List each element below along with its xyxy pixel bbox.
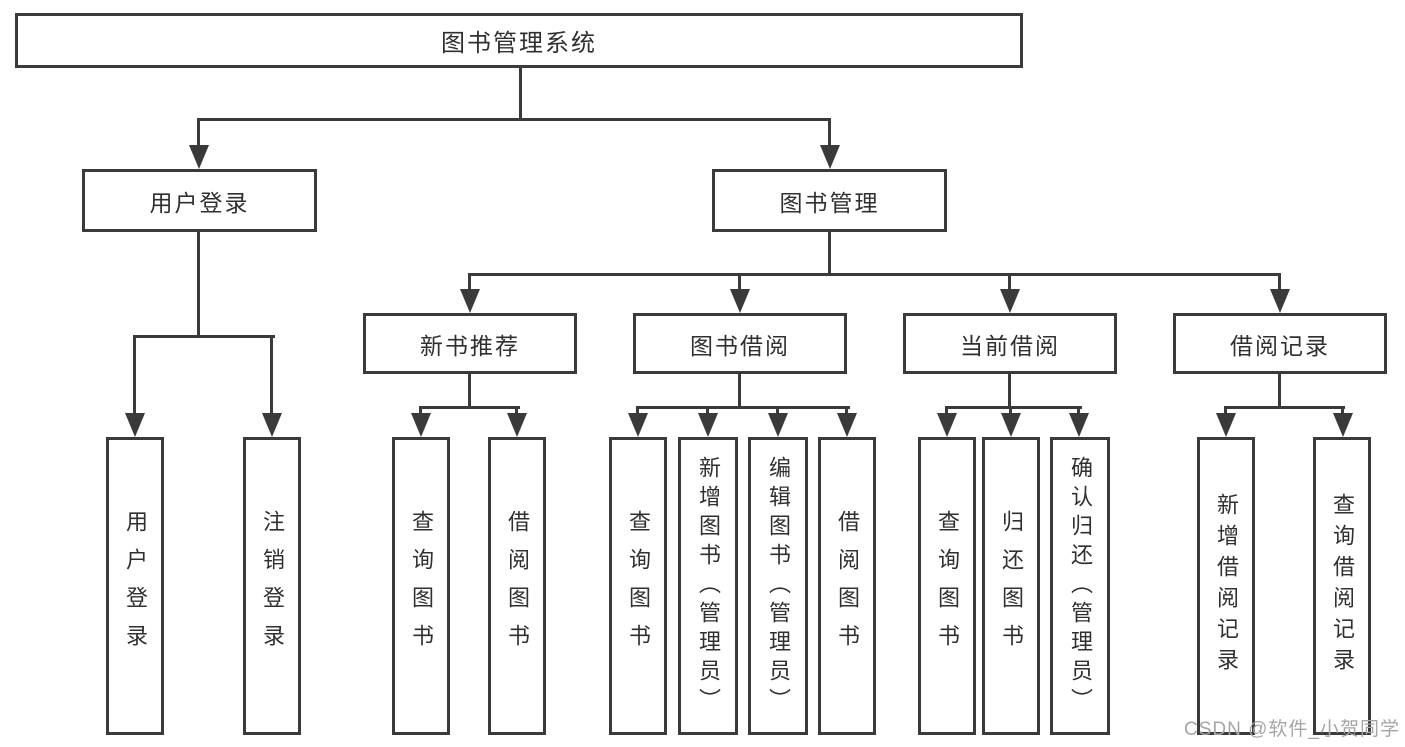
arrow-down-icon (837, 413, 857, 437)
connector-line (1077, 406, 1080, 416)
arrow-down-icon (628, 413, 648, 437)
arrow-down-icon (820, 145, 840, 169)
leaf-borrow-book-1: 借阅图书 (488, 437, 546, 735)
connector-line (845, 406, 848, 416)
leaf-confirm-return-label: 确认归还（管理员） (1068, 455, 1093, 717)
connector-line (828, 118, 831, 147)
connector-line (1278, 374, 1281, 409)
arrow-down-icon (1000, 289, 1020, 313)
connector-line (197, 118, 200, 147)
connector-line (1341, 406, 1344, 416)
arrow-down-icon (460, 289, 480, 313)
connector-line (468, 273, 1281, 276)
node-borrow-records: 借阅记录 (1173, 313, 1387, 374)
node-book-borrow: 图书借阅 (633, 313, 847, 374)
node-new-book-recommend: 新书推荐 (363, 313, 577, 374)
arrow-down-icon (1333, 413, 1353, 437)
arrow-down-icon (1001, 413, 1021, 437)
connector-line (1009, 406, 1012, 416)
connector-line (135, 335, 275, 338)
node-user-login: 用户登录 (82, 169, 317, 232)
arrow-down-icon (698, 413, 718, 437)
connector-line (776, 406, 779, 416)
connector-line (1008, 273, 1011, 292)
node-book-borrow-label: 图书借阅 (690, 332, 790, 359)
connector-line (468, 273, 471, 292)
leaf-add-book: 新增图书（管理员） (678, 437, 738, 735)
node-book-management: 图书管理 (712, 169, 947, 232)
leaf-user-login: 用户登录 (106, 437, 164, 735)
leaf-query-book-1: 查询图书 (392, 437, 450, 735)
leaf-edit-book-label: 编辑图书（管理员） (766, 455, 791, 717)
leaf-user-login-label: 用户登录 (123, 510, 148, 662)
arrow-down-icon (1216, 413, 1236, 437)
connector-line (197, 232, 200, 338)
leaf-return-book-label: 归还图书 (999, 510, 1024, 662)
connector-line (636, 406, 639, 416)
node-current-borrow: 当前借阅 (903, 313, 1117, 374)
node-book-management-label: 图书管理 (779, 189, 880, 216)
connector-line (515, 406, 518, 416)
arrow-down-icon (189, 145, 209, 169)
arrow-down-icon (411, 413, 431, 437)
leaf-borrow-book-2: 借阅图书 (818, 437, 876, 735)
leaf-query-borrow-record-label: 查询借阅记录 (1330, 493, 1355, 679)
node-new-book-recommend-label: 新书推荐 (420, 332, 520, 359)
leaf-logout-label: 注销登录 (260, 510, 285, 662)
node-root: 图书管理系统 (15, 13, 1023, 68)
leaf-logout: 注销登录 (243, 437, 301, 735)
connector-line (1008, 374, 1011, 409)
arrow-down-icon (730, 289, 750, 313)
arrow-down-icon (1270, 289, 1290, 313)
connector-line (1226, 406, 1345, 409)
leaf-query-book-2: 查询图书 (609, 437, 667, 735)
connector-line (738, 374, 741, 409)
connector-line (945, 406, 948, 416)
connector-line (199, 118, 831, 121)
connector-line (270, 335, 273, 415)
node-root-label: 图书管理系统 (441, 30, 597, 57)
leaf-add-book-label: 新增图书（管理员） (696, 455, 721, 717)
node-user-login-label: 用户登录 (149, 189, 250, 216)
connector-line (468, 374, 471, 409)
leaf-query-borrow-record: 查询借阅记录 (1313, 437, 1371, 735)
leaf-edit-book: 编辑图书（管理员） (748, 437, 808, 735)
leaf-return-book: 归还图书 (982, 437, 1040, 735)
connector-line (1224, 406, 1227, 416)
node-current-borrow-label: 当前借阅 (960, 332, 1060, 359)
connector-line (419, 406, 422, 416)
connector-line (638, 406, 850, 409)
leaf-add-borrow-record: 新增借阅记录 (1197, 437, 1255, 735)
connector-line (828, 232, 831, 276)
connector-line (421, 406, 520, 409)
arrow-down-icon (768, 413, 788, 437)
node-borrow-records-label: 借阅记录 (1230, 332, 1330, 359)
connector-line (706, 406, 709, 416)
connector-line (133, 335, 136, 415)
connector-line (1278, 273, 1281, 292)
leaf-query-book-3-label: 查询图书 (935, 510, 960, 662)
leaf-borrow-book-2-label: 借阅图书 (835, 510, 860, 662)
watermark: CSDN @软件_小贺同学 (1184, 719, 1400, 740)
leaf-query-book-2-label: 查询图书 (626, 510, 651, 662)
leaf-query-book-3: 查询图书 (918, 437, 976, 735)
arrow-down-icon (507, 413, 527, 437)
arrow-down-icon (937, 413, 957, 437)
connector-line (519, 68, 522, 119)
connector-line (947, 406, 1082, 409)
arrow-down-icon (262, 413, 282, 437)
leaf-add-borrow-record-label: 新增借阅记录 (1214, 493, 1239, 679)
connector-line (738, 273, 741, 292)
leaf-borrow-book-1-label: 借阅图书 (505, 510, 530, 662)
arrow-down-icon (125, 413, 145, 437)
arrow-down-icon (1069, 413, 1089, 437)
leaf-confirm-return: 确认归还（管理员） (1050, 437, 1110, 735)
leaf-query-book-1-label: 查询图书 (409, 510, 434, 662)
